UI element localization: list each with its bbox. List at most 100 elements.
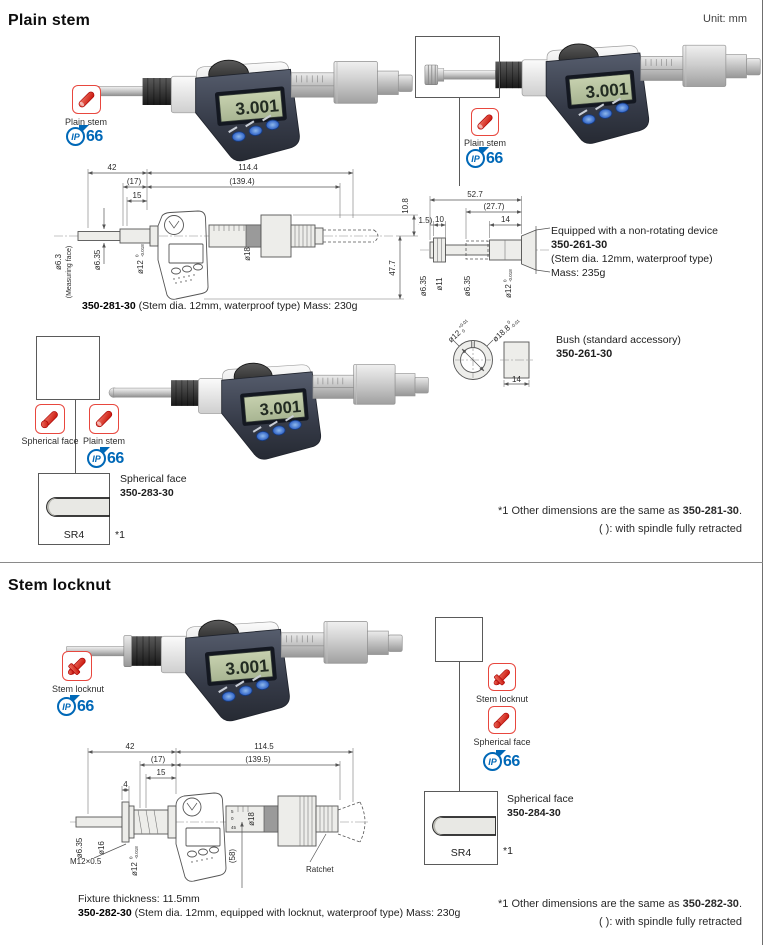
dim-label: 114.4	[238, 163, 258, 172]
dim-label: 14	[501, 215, 510, 224]
page-right-border	[762, 0, 763, 945]
ip-circle: IP	[87, 449, 106, 468]
dim-label: 10	[435, 215, 444, 224]
sleeve-scale-number: 0	[231, 816, 234, 821]
footnote-line2: ( ): with spindle fully retracted	[598, 523, 742, 535]
footnote-ref: *1	[115, 529, 125, 541]
part-number: 350-282-30	[78, 907, 132, 919]
dim-label-tol: ø18.8 0 -0.01	[491, 318, 521, 344]
dimension-drawing-350-282-30: 5 0 45 42 114.5 (17) (139.5) 15 4 ø6.35 …	[70, 742, 370, 888]
dim-label: M12×0.5	[70, 857, 102, 866]
stem-locknut-icon-label: Stem locknut	[51, 684, 105, 694]
dim-label: 42	[108, 163, 117, 172]
sr4-label: SR4	[450, 847, 472, 859]
dim-label: 114.5	[254, 742, 274, 751]
footnote-line1: *1 Other dimensions are the same as 350-…	[498, 505, 742, 517]
svg-text:ø12: ø12	[136, 260, 145, 274]
dim-label-tol: ø12 0 -0.018	[129, 846, 140, 876]
ip66-flag	[496, 750, 506, 760]
plain-stem-icon	[471, 108, 499, 136]
ip-circle: IP	[57, 697, 76, 716]
svg-text:-0.018: -0.018	[134, 846, 139, 859]
part-number-350-261-30: 350-261-30	[551, 239, 608, 251]
ip-rating: 66	[503, 752, 520, 770]
desc-line1: Equipped with a non-rotating device	[551, 225, 718, 237]
dim-label: 47.7	[388, 260, 397, 276]
micrometer-photo-spherical	[108, 362, 430, 461]
spherical-spindle-drawing	[432, 816, 496, 836]
dim-label-tol: ø12 +0.01 0	[446, 318, 469, 344]
svg-text:ø12: ø12	[504, 284, 513, 298]
dim-label: 15	[133, 191, 142, 200]
micrometer-photo-locknut	[66, 619, 404, 722]
dim-label-tol: ø12 0 -0.018	[503, 269, 514, 298]
svg-text:ø12: ø12	[130, 862, 139, 876]
svg-text:0: 0	[503, 279, 508, 282]
stem-locknut-icon	[488, 663, 516, 691]
dim-label-tol: ø12 0 -0.018	[135, 244, 146, 274]
dim-label: 52.7	[467, 190, 483, 199]
spherical-face-icon-label: Spherical face	[473, 737, 531, 747]
ip66-flag	[479, 147, 489, 157]
spherical-face-icon	[35, 404, 65, 434]
part-number: 350-282-30	[682, 898, 739, 910]
dim-label: ø18	[247, 812, 256, 826]
section-divider	[0, 562, 763, 563]
desc-line3: Mass: 235g	[551, 267, 606, 279]
footnote-line1: *1 Other dimensions are the same as 350-…	[498, 898, 742, 910]
plain-stem-icon	[89, 404, 119, 434]
ip-rating: 66	[486, 149, 503, 167]
spherical-spindle-drawing	[46, 497, 110, 517]
dim-label: (Measuring face)	[66, 246, 73, 299]
dim-label: ø6.3	[54, 253, 63, 270]
dimension-drawing-350-281-30: 42 114.4 (17) (139.4) 15 10.8 47.7 ø6.3 …	[54, 163, 418, 300]
ip66-flag	[100, 447, 110, 457]
spherical-face-label: Spherical face	[120, 473, 187, 485]
dim-label: (139.5)	[245, 755, 271, 764]
callout-connector	[75, 400, 76, 473]
dim-label: (1.5)	[418, 216, 433, 225]
dim-label: ø11	[435, 277, 444, 291]
ip-circle: IP	[466, 149, 485, 168]
dim-label: ø6.35	[93, 249, 102, 270]
footnote-line2: ( ): with spindle fully retracted	[598, 916, 742, 928]
dim-label: (27.7)	[484, 202, 505, 211]
part-number-350-283-30: 350-283-30	[120, 487, 174, 499]
dim-label: 10.8	[401, 198, 410, 214]
desc-line2: (Stem dia. 12mm, waterproof type)	[551, 253, 713, 265]
dim-label: ø18	[243, 247, 252, 261]
ip-rating: 66	[107, 449, 124, 467]
dimension-drawing-350-261-30: 52.7 (27.7) (1.5) 10 14 ø6.35 ø11 ø6.35 …	[418, 190, 551, 298]
dim-label: 4	[123, 780, 128, 789]
dim-label: 14	[512, 375, 521, 384]
svg-text:+0.01: +0.01	[457, 318, 469, 330]
plain-stem-icon	[72, 85, 101, 114]
dim-label: (58)	[228, 849, 237, 864]
spherical-face-label: Spherical face	[507, 793, 574, 805]
dim-label: 15	[157, 768, 166, 777]
ip66-badge: IP 66	[57, 695, 94, 716]
svg-text:0: 0	[506, 319, 512, 325]
ip-rating: 66	[77, 697, 94, 715]
bush-title: Bush (standard accessory)	[556, 334, 681, 346]
svg-text:ø18.8: ø18.8	[491, 323, 513, 344]
footnote-locknut: *1 Other dimensions are the same as 350-…	[402, 895, 742, 931]
bush-drawing: ø12 +0.01 0 ø18.8 0 -0.01 14	[446, 318, 533, 387]
dim-label: (17)	[127, 177, 142, 186]
section-title-stem-locknut: Stem locknut	[8, 577, 111, 594]
ip-circle: IP	[66, 127, 85, 146]
svg-text:0: 0	[135, 254, 140, 257]
plain-stem-icon-label: Plain stem	[463, 138, 507, 148]
ip66-flag	[70, 695, 80, 705]
micrometer-photo-plain	[76, 59, 414, 162]
sr4-label: SR4	[63, 529, 85, 541]
part-number: 350-281-30	[682, 505, 739, 517]
dim-label: Ratchet	[306, 865, 334, 874]
footnote-ref: *1	[503, 845, 513, 857]
ip66-badge: IP 66	[66, 125, 103, 146]
ip66-badge: IP 66	[483, 750, 520, 771]
tip-callout-box	[435, 617, 483, 662]
dim-label: (139.4)	[229, 177, 255, 186]
stem-locknut-icon	[62, 651, 92, 681]
